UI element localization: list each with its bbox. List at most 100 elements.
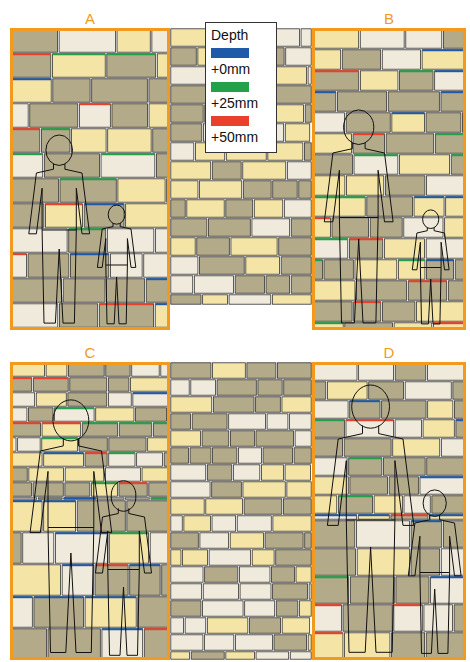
- brick: [414, 197, 444, 216]
- brick: [11, 254, 27, 277]
- brick: [283, 499, 311, 514]
- brick: [144, 254, 169, 277]
- brick: [282, 397, 311, 412]
- brick: [203, 584, 238, 599]
- legend-text: +50mm: [211, 129, 271, 146]
- depth-line: [109, 532, 148, 534]
- brick: [171, 67, 208, 84]
- brick: [149, 79, 169, 102]
- brick: [327, 382, 367, 399]
- brick: [313, 29, 359, 48]
- brick: [126, 204, 170, 227]
- depth-line: [313, 604, 341, 606]
- brick: [171, 29, 207, 46]
- brick: [358, 515, 389, 519]
- brick: [202, 431, 229, 446]
- brick: [34, 597, 84, 627]
- brick: [265, 533, 303, 548]
- brick: [267, 414, 288, 429]
- brick: [313, 281, 355, 300]
- brick: [393, 439, 440, 456]
- depth-line: [451, 154, 465, 156]
- brick: [404, 218, 443, 237]
- brick: [171, 219, 207, 236]
- depth-line: [350, 400, 380, 402]
- depth-line: [154, 422, 169, 424]
- brick: [395, 363, 426, 380]
- panel-label: A: [13, 10, 167, 27]
- brick: [353, 134, 385, 153]
- brick: [11, 483, 32, 496]
- brick: [144, 629, 169, 659]
- depth-line: [80, 103, 111, 105]
- depth-line: [146, 278, 169, 280]
- brick: [171, 533, 198, 548]
- brick: [313, 458, 347, 475]
- brick: [183, 550, 208, 565]
- brick: [294, 448, 311, 463]
- brick: [64, 498, 96, 499]
- brick: [105, 468, 140, 481]
- brick: [212, 516, 236, 531]
- brick: [254, 200, 282, 217]
- brick: [313, 302, 352, 321]
- brick: [102, 629, 143, 659]
- brick: [190, 448, 211, 463]
- brick: [153, 129, 169, 152]
- depth-line: [155, 303, 169, 305]
- brick: [345, 633, 390, 659]
- brick: [171, 584, 202, 599]
- brick: [171, 48, 196, 65]
- depth-line: [313, 322, 343, 324]
- brick: [448, 281, 465, 300]
- brick: [369, 382, 404, 399]
- brick: [205, 567, 238, 582]
- brick: [171, 448, 189, 463]
- brick: [252, 550, 274, 565]
- brick: [133, 393, 169, 406]
- brick: [313, 496, 337, 513]
- depth-line: [102, 628, 142, 630]
- brick: [313, 521, 355, 547]
- depth-line: [313, 70, 359, 72]
- depth-line: [64, 497, 96, 499]
- depth-line: [435, 70, 465, 72]
- brick: [44, 154, 99, 177]
- wall-panel: D: [312, 362, 466, 660]
- brick: [171, 276, 193, 293]
- brick: [171, 550, 181, 565]
- brick: [33, 378, 68, 391]
- brick: [244, 499, 282, 514]
- depth-line: [427, 259, 454, 261]
- depth-line: [71, 253, 109, 255]
- brick: [382, 302, 415, 321]
- depth-line: [11, 253, 26, 255]
- depth-line: [349, 457, 382, 459]
- brick: [171, 200, 185, 217]
- depth-line: [11, 128, 40, 130]
- brick: [209, 550, 250, 565]
- brick: [235, 635, 272, 650]
- brick: [235, 276, 264, 293]
- brick: [396, 577, 429, 603]
- brick: [243, 482, 285, 497]
- brick: [11, 129, 40, 152]
- brick: [243, 162, 286, 179]
- brick: [171, 465, 206, 480]
- wall-panel: B: [312, 28, 466, 330]
- person-outline: [29, 135, 90, 323]
- brick: [324, 260, 353, 279]
- brick: [149, 483, 169, 496]
- brick: [346, 113, 390, 132]
- brick: [203, 295, 228, 304]
- brick: [29, 468, 64, 481]
- brick: [281, 257, 311, 274]
- brick: [313, 401, 348, 418]
- brick: [388, 92, 439, 111]
- brick: [305, 105, 311, 122]
- brick: [382, 50, 420, 69]
- brick: [313, 577, 349, 603]
- brick: [79, 104, 110, 127]
- brick: [205, 635, 234, 650]
- brick: [286, 48, 311, 65]
